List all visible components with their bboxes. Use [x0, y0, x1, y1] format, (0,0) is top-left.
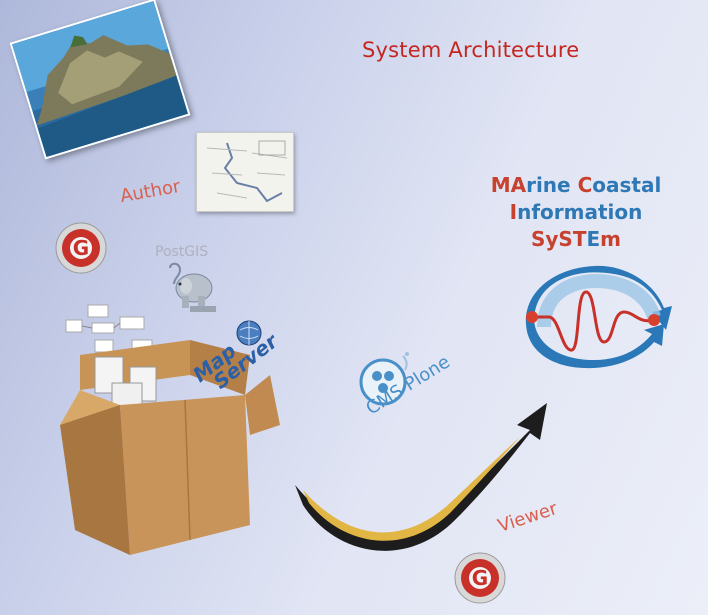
marine-syst: SyST — [530, 227, 587, 251]
marine-logo-icon — [514, 262, 674, 376]
marine-line-3: SySTEm — [456, 226, 696, 253]
svg-text:G: G — [73, 236, 89, 260]
coastal-photo — [9, 0, 191, 160]
svg-text:G: G — [472, 566, 488, 590]
marine-oastal: oastal — [592, 173, 662, 197]
marine-c: C — [577, 173, 593, 197]
marine-m: m — [600, 227, 621, 251]
gvsig-logo-viewer: G — [454, 552, 506, 608]
marine-i: I — [509, 200, 518, 224]
author-label: Author — [118, 175, 182, 208]
plone-logo-icon — [355, 348, 417, 414]
gvsig-logo: G — [55, 222, 107, 278]
marine-ma: MA — [490, 173, 527, 197]
map-thumbnail — [196, 132, 294, 212]
marine-line-1: MArine Coastal — [456, 172, 696, 199]
curved-arrow — [285, 395, 555, 579]
postgis-elephant-icon — [162, 262, 218, 318]
marine-e: E — [586, 227, 601, 251]
postgis-label: PostGIS — [155, 244, 209, 260]
mapserver-globe-icon — [236, 320, 262, 350]
marine-rine: rine — [526, 173, 578, 197]
marine-coastal-title: MArine Coastal Information SySTEm — [456, 172, 696, 253]
marine-nformation: nformation — [517, 200, 643, 224]
marine-line-2: Information — [456, 199, 696, 226]
page-title: System Architecture — [362, 38, 580, 62]
cardboard-box — [40, 295, 300, 569]
